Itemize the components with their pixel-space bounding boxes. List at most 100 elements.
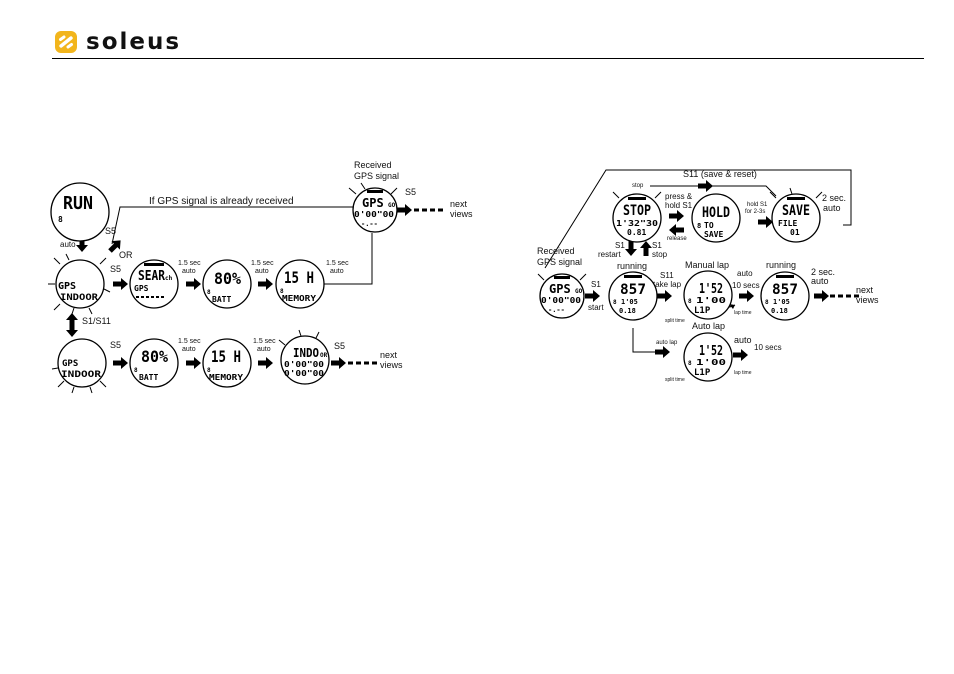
watch-received-gps: GPS GO 0'00"00 -.-- — [348, 182, 398, 233]
s5-label: S5 — [405, 187, 416, 197]
watch-search-gps: SEAR ch GPS — [129, 259, 179, 309]
two-sec-label: 2 sec. — [822, 193, 846, 203]
svg-text:1'05: 1'05 — [621, 298, 638, 306]
watch-batt: 80% 8 BATT — [202, 259, 252, 309]
svg-text:RUN: RUN — [63, 193, 93, 214]
svg-text:MEMORY: MEMORY — [209, 373, 243, 382]
watch-save-file: SAVE FILE 01 — [769, 187, 823, 243]
received-gps-label: Received — [354, 160, 392, 170]
auto-10-label: 10 secs — [732, 281, 760, 290]
svg-text:FILE: FILE — [778, 219, 797, 228]
svg-text:STOP: STOP — [623, 203, 651, 219]
svg-text:OR: OR — [320, 352, 328, 359]
svg-text:GPS: GPS — [549, 282, 571, 296]
press-hold-label: hold S1 — [665, 201, 693, 210]
svg-text:8: 8 — [280, 288, 284, 295]
timing-label: auto — [255, 268, 269, 275]
arrow-right — [655, 346, 670, 358]
soleus-logo: soleus — [54, 30, 181, 54]
s11-takelap-label: S11 — [660, 271, 674, 280]
svg-text:1'05: 1'05 — [773, 298, 790, 306]
svg-text:TO: TO — [704, 221, 714, 230]
svg-text:15 H: 15 H — [284, 268, 314, 287]
s5-label: S5 — [105, 226, 116, 236]
svg-text:80%: 80% — [214, 269, 241, 288]
svg-text:857: 857 — [772, 282, 798, 298]
svg-text:80%: 80% — [141, 347, 168, 366]
timing-label: 1.5 sec — [326, 260, 349, 267]
connector-line — [650, 185, 777, 197]
timing-label: 1.5 sec — [178, 260, 201, 267]
press-hold-label: press & — [665, 192, 693, 201]
watch-auto-lap: 1'52 8 1'00 L1P — [683, 332, 733, 382]
svg-text:0'00"00: 0'00"00 — [541, 296, 581, 305]
watch-gps-indoor: GPS INDOOR — [48, 253, 111, 315]
watch-gps-indoor-2: GPS INDOOR — [51, 338, 107, 394]
watch-hold-to-save: HOLD 8 TO SAVE — [691, 193, 741, 243]
split-time-label: split time — [665, 318, 685, 324]
timing-label: 1.5 sec — [178, 338, 201, 345]
svg-text:8: 8 — [58, 215, 63, 224]
svg-text:BATT: BATT — [139, 373, 158, 382]
brand-name: soleus — [86, 28, 182, 55]
watch-stop: STOP 1'32"30 0.81 — [612, 191, 662, 243]
s1-restart-label: S1 — [615, 241, 625, 250]
arrow-up — [640, 241, 652, 256]
running-label: running — [617, 261, 647, 271]
timing-label: auto — [182, 346, 196, 353]
timing-label: 1.5 sec — [253, 338, 276, 345]
arrow-left — [669, 224, 684, 236]
s1-stop-label: S1 — [652, 241, 662, 250]
svg-text:1'32"30: 1'32"30 — [616, 219, 658, 228]
gps-received-text: If GPS signal is already received — [149, 196, 294, 207]
svg-text:HOLD: HOLD — [702, 205, 730, 221]
svg-text:GPS: GPS — [58, 281, 76, 292]
watch-received-gps: GPS GO 0'00"00 -.-- — [537, 273, 587, 319]
page-header: soleus — [0, 0, 954, 62]
connector-line — [322, 233, 373, 285]
svg-text:GO: GO — [575, 288, 583, 295]
watch-run: RUN 8 — [50, 182, 110, 242]
watch-memory: 15 H 8 MEMORY — [275, 259, 325, 309]
next-dash — [414, 208, 443, 212]
svg-text:-.--: -.-- — [548, 306, 565, 314]
svg-text:L1P: L1P — [694, 306, 711, 316]
left-flow: auto S5 OR S5 If GPS signal is already r… — [48, 160, 473, 394]
arrow-right — [585, 290, 600, 302]
svg-text:15 H: 15 H — [211, 347, 241, 366]
auto-10-label: 10 secs — [754, 343, 782, 352]
arrow-right — [397, 204, 412, 216]
svg-text:SAVE: SAVE — [704, 230, 723, 239]
svg-text:0'00"00: 0'00"00 — [354, 210, 394, 219]
watch-running-2: 857 8 1'05 0.18 — [760, 271, 810, 321]
svg-text:857: 857 — [620, 282, 646, 298]
stop-small-label: stop — [632, 183, 644, 189]
watch-indoor: INDO OR 0'00"00 0'00"00 — [278, 329, 330, 385]
svg-text:8: 8 — [134, 367, 138, 374]
release-label: release — [667, 236, 687, 242]
next-views-label: views — [450, 209, 473, 219]
hold-s1-label: hold S1 — [747, 202, 768, 208]
svg-text:8: 8 — [207, 289, 211, 296]
svg-text:8: 8 — [765, 299, 769, 306]
timing-label: 1.5 sec — [251, 260, 274, 267]
lap-time-label: lap time — [734, 370, 752, 376]
svg-text:8: 8 — [613, 299, 617, 306]
received-gps-label: Received — [537, 246, 575, 256]
svg-text:0.18: 0.18 — [619, 307, 636, 315]
svg-text:0'00"00: 0'00"00 — [284, 360, 324, 369]
svg-text:8: 8 — [207, 367, 211, 374]
svg-text:GPS: GPS — [62, 359, 78, 369]
next-views-label: next — [856, 285, 874, 295]
hold-s1-label: for 2-3s — [745, 209, 765, 215]
svg-text:1'52: 1'52 — [699, 282, 723, 297]
svg-text:INDOOR: INDOOR — [60, 293, 99, 303]
s1-start-label: start — [588, 303, 604, 312]
arrow-right — [814, 290, 829, 302]
s1-stop-label: stop — [652, 250, 668, 259]
s11-save-label: S11 (save & reset) — [683, 169, 757, 179]
auto-10-label: auto — [737, 269, 753, 278]
watch-running-1: 857 8 1'05 0.18 — [608, 271, 658, 321]
arrow-updown — [66, 313, 78, 337]
